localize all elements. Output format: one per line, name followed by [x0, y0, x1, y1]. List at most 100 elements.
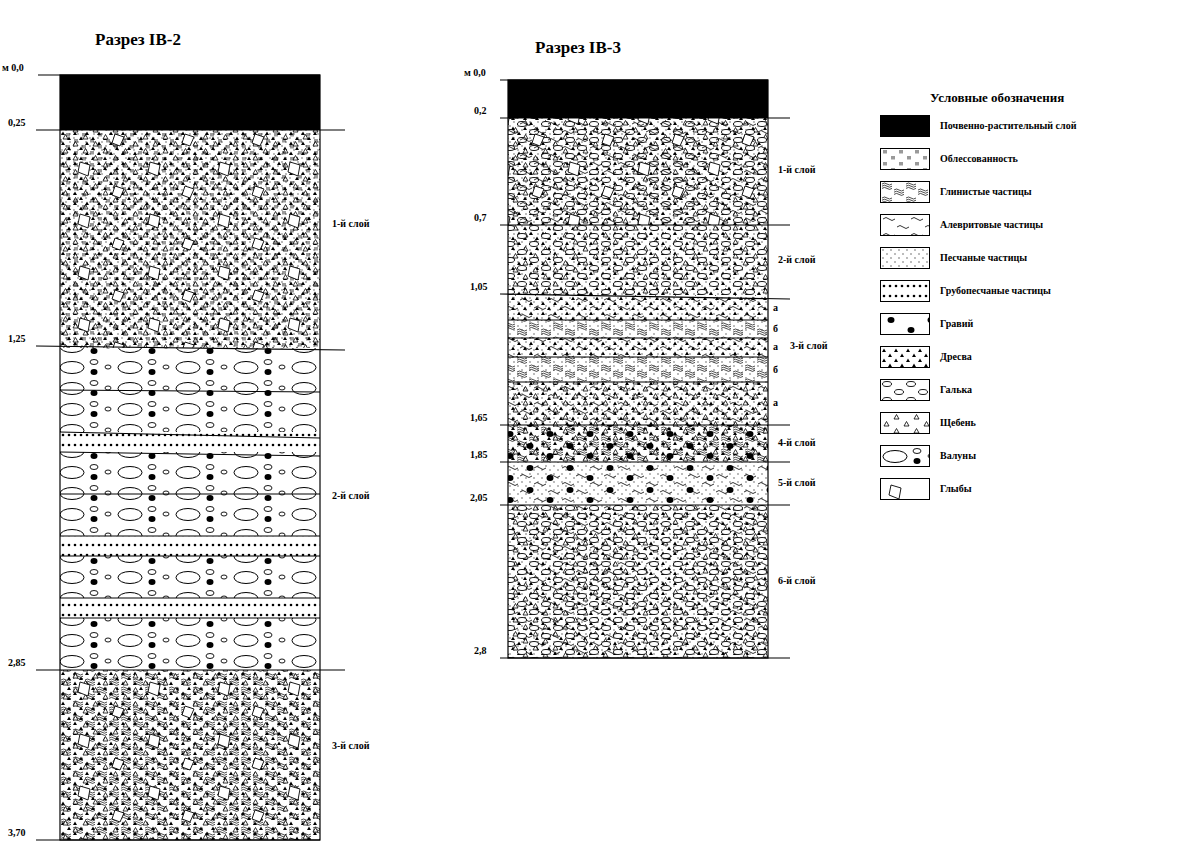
legend-swatch	[880, 148, 930, 170]
column-ib3	[500, 80, 790, 658]
layer-label: 6-й слой	[778, 575, 815, 587]
legend-text: Галька	[940, 384, 972, 396]
depth-label: 2,85	[8, 657, 26, 669]
depth-label: 0,2	[474, 105, 487, 117]
legend-sample	[881, 314, 929, 334]
legend-sample-ground	[881, 314, 929, 334]
layer-fill	[508, 425, 768, 462]
legend-sample-pattern	[881, 248, 929, 268]
legend-swatch	[880, 313, 930, 335]
legend-text: Валуны	[940, 450, 976, 462]
legend-swatch	[880, 115, 930, 137]
legend-swatch	[880, 379, 930, 401]
legend-sample	[881, 182, 929, 202]
legend-text: Щебень	[940, 417, 976, 429]
layer-label: 3-й слой	[790, 340, 827, 352]
depth-label: м 0,0	[2, 62, 24, 74]
legend-sample-pattern	[881, 314, 929, 334]
layer-fill	[508, 118, 768, 225]
depth-label: 0,25	[8, 117, 26, 129]
legend-text: Дресва	[940, 351, 972, 363]
layer-label: 4-й слой	[778, 437, 815, 449]
layer-fill	[508, 225, 768, 296]
legend-swatch	[880, 280, 930, 302]
sublayer-label: а	[773, 397, 778, 409]
depth-label: м 0,0	[464, 67, 486, 79]
column-outline	[60, 75, 320, 840]
sublayer-label: б	[773, 364, 778, 376]
legend-sample	[881, 446, 929, 466]
legend-sample-pattern	[881, 347, 929, 367]
legend-sample-ground	[881, 149, 929, 169]
legend-sample-ground	[881, 248, 929, 268]
legend-text: Глинистые частицы	[940, 186, 1032, 198]
layer-label: 3-й слой	[332, 740, 369, 752]
sublayer-label: б	[773, 323, 778, 335]
legend-sample-ground	[881, 380, 929, 400]
sub-band-lines	[60, 390, 320, 618]
legend-sample	[881, 215, 929, 235]
legend-swatch	[880, 445, 930, 467]
legend-sample	[881, 347, 929, 367]
legend-sample	[881, 380, 929, 400]
legend-swatch	[880, 181, 930, 203]
column-ib2	[36, 75, 345, 840]
legend-sample-pattern	[881, 446, 929, 466]
layer-fill	[60, 348, 320, 670]
legend-sample-ground	[881, 413, 929, 433]
legend-sample	[881, 149, 929, 169]
legend-sample-pattern	[881, 413, 929, 433]
layer-fill	[508, 505, 768, 658]
legend-text: Песчаные частицы	[940, 252, 1027, 264]
legend-text: Облессованность	[940, 153, 1018, 165]
column-outline	[508, 80, 768, 658]
legend-sample	[881, 248, 929, 268]
legend-swatch	[880, 412, 930, 434]
legend-title: Условные обозначения	[930, 90, 1064, 106]
layer-label: 1-й слой	[778, 164, 815, 176]
legend-sample-ground	[881, 215, 929, 235]
depth-lines	[36, 75, 345, 840]
legend-swatch	[880, 247, 930, 269]
depth-label: 0,7	[474, 212, 487, 224]
legend-sample-ground	[881, 182, 929, 202]
legend-sample-ground	[881, 479, 929, 499]
legend-text: Глыбы	[940, 483, 971, 495]
depth-label: 3,70	[8, 827, 26, 839]
depth-label: 2,8	[474, 645, 487, 657]
legend-sample-pattern	[881, 182, 929, 202]
depth-label: 1,05	[470, 281, 488, 293]
legend-text: Гравий	[940, 318, 973, 330]
soil-layer	[508, 80, 768, 118]
layer-fill	[508, 462, 768, 505]
depth-label: 2,05	[470, 492, 488, 504]
legend-sample-ground	[881, 446, 929, 466]
legend-sample-ground	[881, 347, 929, 367]
layer-fill	[60, 130, 320, 348]
legend-sample-ground	[881, 281, 929, 301]
legend-text: Почвенно-растительный слой	[940, 120, 1076, 132]
section-title: Разрез IB-2	[95, 30, 181, 50]
depth-label: 1,25	[8, 333, 26, 345]
legend-sample-pattern	[881, 215, 929, 235]
depth-label: 1,65	[470, 412, 488, 424]
legend-sample-pattern	[881, 281, 929, 301]
layer-label: 1-й слой	[332, 218, 369, 230]
layer-fill	[508, 296, 768, 425]
legend-sample	[881, 281, 929, 301]
legend-sample-pattern	[881, 479, 929, 499]
depth-label: 1,85	[470, 449, 488, 461]
layer-label: 5-й слой	[778, 477, 815, 489]
layer-label: 2-й слой	[332, 490, 369, 502]
depth-lines	[500, 80, 790, 658]
legend-swatch	[880, 478, 930, 500]
legend-sample-pattern	[881, 380, 929, 400]
legend-text: Грубопесчаные частицы	[940, 285, 1051, 297]
legend-sample	[881, 479, 929, 499]
legend-text: Алевритовые частицы	[940, 219, 1043, 231]
legend-sample-pattern	[881, 149, 929, 169]
legend-swatch	[880, 346, 930, 368]
legend-sample	[881, 413, 929, 433]
sublayer-label: а	[773, 302, 778, 314]
